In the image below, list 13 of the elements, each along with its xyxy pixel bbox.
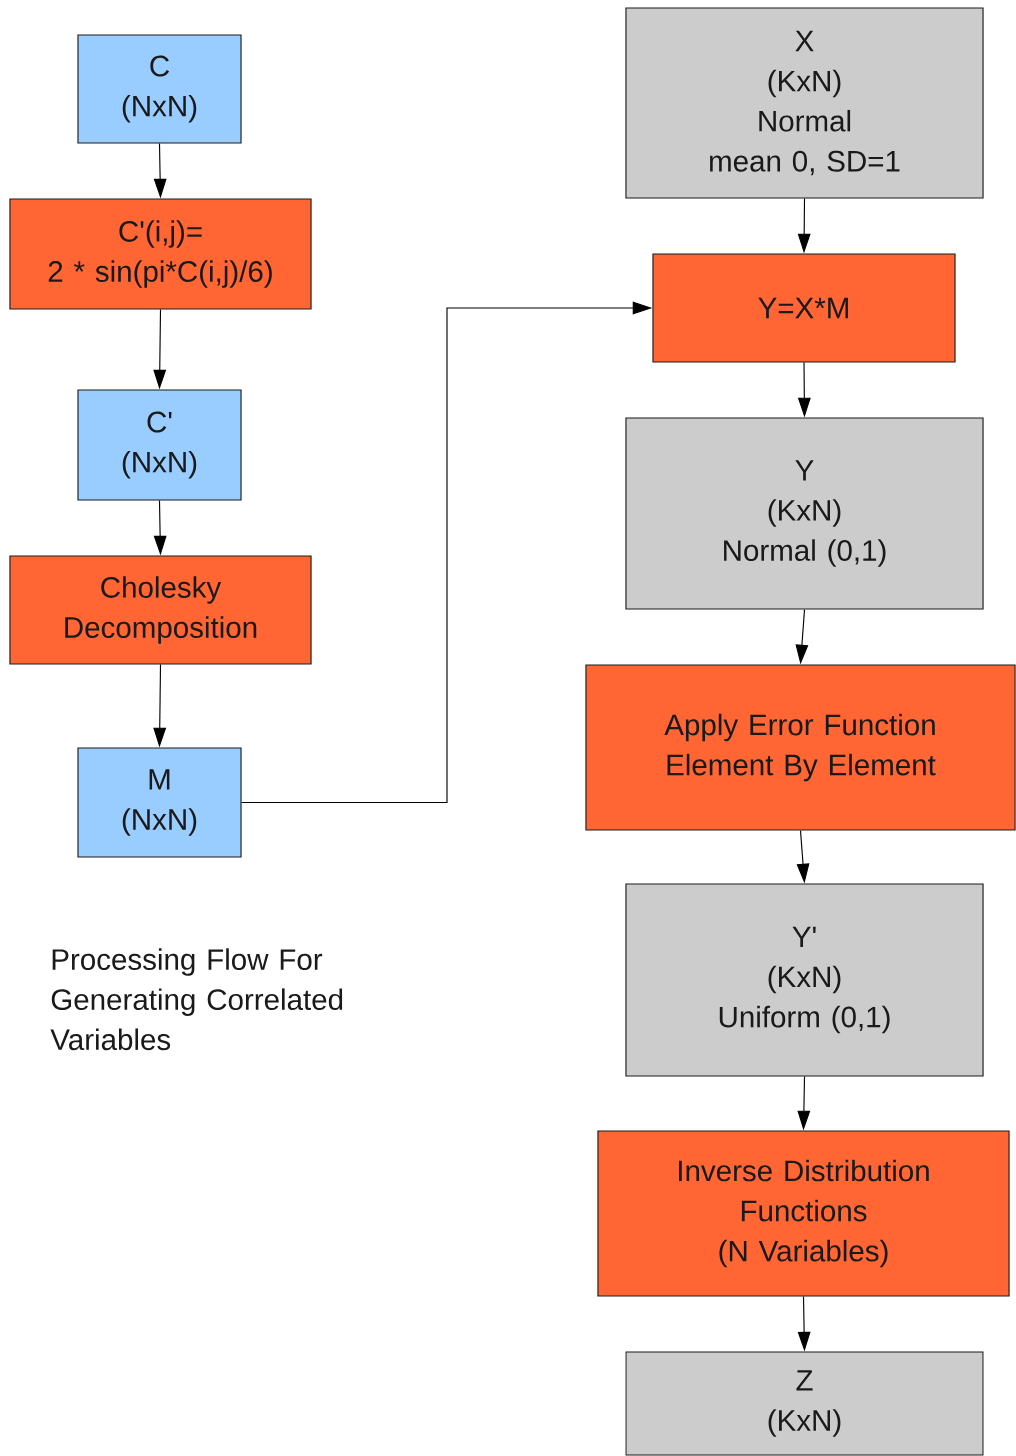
matrix-box: X (KxN) Normal mean 0, SD=1: [625, 7, 984, 199]
process-box: Y=X*M: [652, 253, 956, 363]
matrix-box: C (NxN): [77, 34, 242, 144]
matrix-box: Y (KxN) Normal (0,1): [625, 417, 984, 610]
process-box: Cholesky Decomposition: [9, 555, 312, 665]
process-box: Inverse Distribution Functions (N Variables): [597, 1130, 1010, 1297]
process-box: Apply Error Function Element By Element: [585, 664, 1016, 831]
caption-text: Processing Flow For Generating Correlated Variables: [50, 948, 343, 1051]
process-box: C'(i,j)= 2 * sin(pi*C(i,j)/6): [9, 198, 312, 310]
matrix-box: M (NxN): [77, 747, 242, 858]
matrix-box: Y' (KxN) Uniform (0,1): [625, 883, 984, 1077]
matrix-box: Z (KxN): [625, 1351, 984, 1456]
matrix-box: C' (NxN): [77, 389, 242, 501]
